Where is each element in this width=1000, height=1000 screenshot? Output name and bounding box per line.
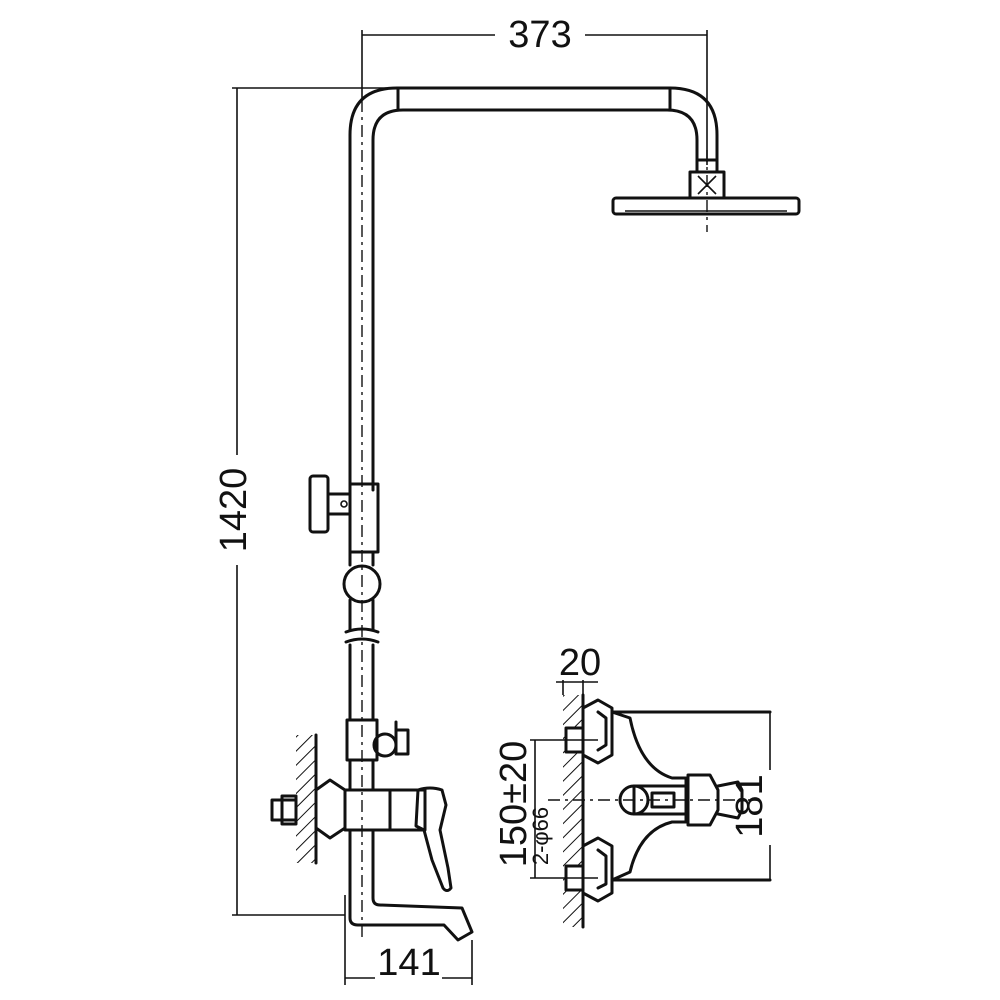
inlet-centers-label: 150±20 bbox=[493, 741, 535, 868]
wall-section-left bbox=[296, 733, 318, 865]
hand-shower-holder bbox=[308, 474, 382, 644]
inlet-centers-dimension: 150±20 2-φ66 bbox=[493, 739, 598, 879]
lower-riser bbox=[345, 643, 410, 887]
arm-reach-label: 373 bbox=[508, 14, 571, 56]
spout-projection-label: 141 bbox=[377, 942, 440, 984]
rain-shower-head bbox=[611, 150, 801, 232]
mixer-body-side bbox=[548, 698, 772, 903]
wall-offset-label: 20 bbox=[559, 642, 601, 684]
shower-arm bbox=[348, 86, 719, 940]
total-height-dimension: 1420 bbox=[213, 87, 400, 916]
arm-reach-dimension: 373 bbox=[361, 14, 708, 165]
spout-projection-dimension: 141 bbox=[344, 895, 473, 985]
mixer-height-dimension: 181 bbox=[729, 712, 771, 880]
inlet-holes-label: 2-φ66 bbox=[528, 807, 553, 865]
total-height-label: 1420 bbox=[213, 468, 255, 553]
mixer-height-label: 181 bbox=[729, 774, 771, 837]
mixer-body-front bbox=[270, 778, 453, 892]
bath-spout bbox=[348, 883, 474, 942]
wall-offset-dimension: 20 bbox=[556, 642, 601, 695]
